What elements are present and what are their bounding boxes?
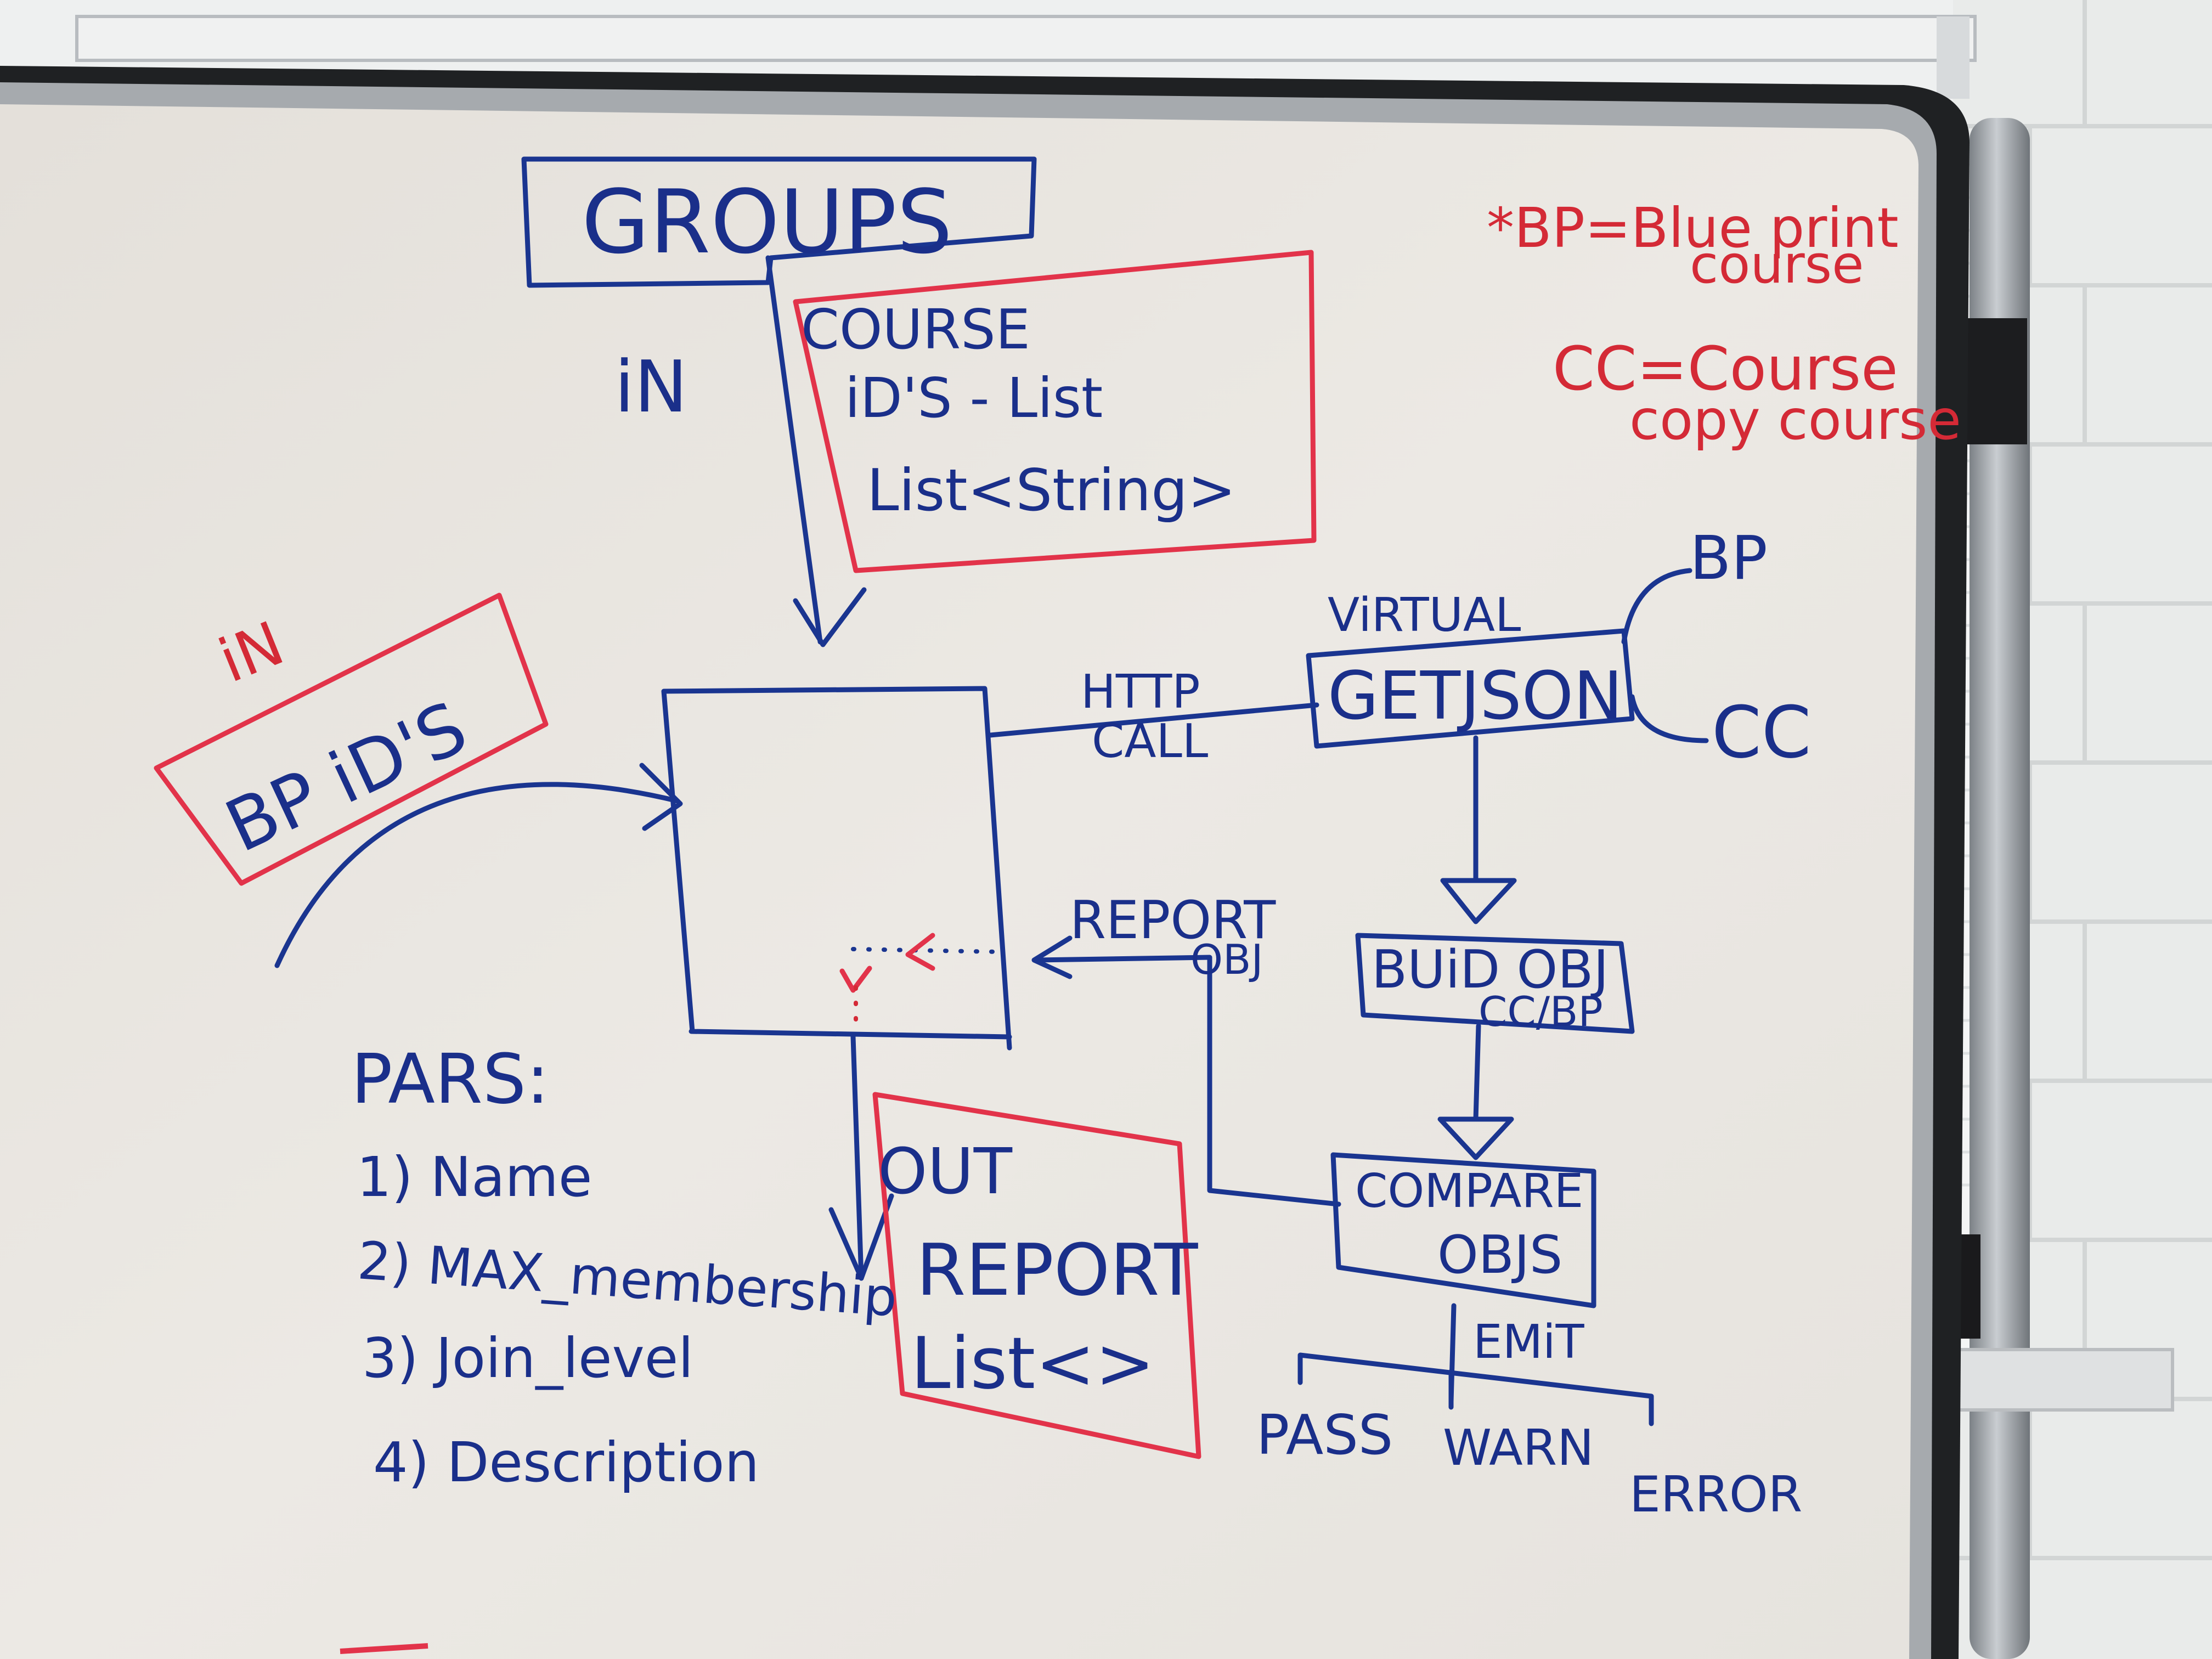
build-obj-line1: BUiD OBJ — [1372, 940, 1609, 1000]
getjson-label: GETJSON — [1328, 658, 1623, 735]
out-report-box: OUT REPORT List<> — [872, 1092, 1201, 1459]
legend-bp-line1: *BP=Blue print — [1487, 196, 1899, 260]
getjson-to-build-arrowhead — [1440, 878, 1517, 924]
outcome-error: ERROR — [1629, 1466, 1802, 1523]
legend-cc-line2: copy course — [1629, 388, 1961, 452]
outcome-warn: WARN — [1443, 1419, 1594, 1477]
build-to-compare-line — [1473, 1023, 1481, 1122]
whiteboard — [0, 66, 1970, 1659]
main-box-outline — [661, 686, 1012, 1051]
abbreviation-legend: *BP=Blue print course CC=Course copy cou… — [1487, 196, 1961, 452]
build-obj-line2: CC/BP — [1479, 988, 1603, 1036]
virtual-label: ViRTUAL — [1328, 588, 1521, 642]
getjson-node: ViRTUAL GETJSON — [1306, 588, 1635, 749]
param-item-4: 4) Description — [373, 1430, 759, 1494]
groups-to-main-arrow-line — [765, 255, 823, 645]
compare-box-outline — [1330, 1152, 1596, 1308]
build-obj-box-outline — [1355, 933, 1635, 1034]
param-item-1: 1) Name — [357, 1145, 592, 1209]
http-call-line — [988, 702, 1319, 738]
http-label: HTTP — [1081, 665, 1200, 719]
main-to-out-arrowhead — [828, 1193, 894, 1281]
cc-branch-line — [1629, 694, 1709, 743]
out-box-line1: OUT — [878, 1135, 1013, 1209]
main-to-out-line — [850, 1034, 864, 1281]
param-item-3: 3) Join_level — [362, 1326, 693, 1390]
params-title: PARS: — [351, 1040, 549, 1119]
out-box-line2: REPORT — [916, 1228, 1198, 1312]
top-rail — [75, 15, 1977, 99]
cc-branch-label: CC — [1712, 691, 1812, 774]
report-obj-arrowhead — [1031, 935, 1073, 979]
build-to-compare-arrowhead — [1437, 1116, 1514, 1160]
main-box-dotted-line — [851, 947, 1001, 954]
legend-bp-line2: course — [1690, 235, 1864, 295]
bp-ids-arrow-line — [274, 782, 680, 968]
main-box-red-check — [839, 966, 872, 993]
bp-ids-arrowhead — [639, 763, 683, 831]
compare-objs-node: COMPARE OBJS — [1330, 1152, 1596, 1308]
bp-branch-line — [1621, 568, 1692, 645]
out-box-line3: List<> — [911, 1322, 1155, 1405]
groups-arrowhead — [793, 587, 867, 647]
emit-branch-lines — [1297, 1352, 1654, 1426]
course-box-outline — [793, 250, 1317, 573]
legend-cc-line1: CC=Course — [1553, 334, 1898, 404]
bp-ids-box-outline — [154, 592, 549, 886]
compare-line1: COMPARE — [1355, 1164, 1583, 1218]
groups-box-outline — [521, 156, 1037, 288]
main-box-red-arrow — [905, 933, 935, 971]
course-ids-box: COURSE iD'S - List List<String> — [793, 250, 1317, 573]
course-box-line3: List<String> — [867, 457, 1236, 524]
call-label: CALL — [1092, 714, 1208, 769]
bp-branch-label: BP — [1690, 523, 1768, 593]
in-label-top: iN — [614, 345, 687, 428]
report-obj-line2: OBJ — [1190, 935, 1263, 984]
compare-line2: OBJS — [1437, 1225, 1562, 1285]
emit-label: EMiT — [1473, 1315, 1585, 1369]
getjson-box-outline — [1306, 628, 1635, 749]
outcome-pass: PASS — [1256, 1403, 1393, 1467]
report-obj-line1: REPORT — [1070, 890, 1276, 951]
out-box-outline — [872, 1092, 1201, 1459]
main-process-box — [661, 686, 1012, 1051]
build-obj-node: BUiD OBJ CC/BP — [1355, 933, 1635, 1036]
course-box-line2: iD'S - List — [845, 366, 1103, 430]
course-box-line1: COURSE — [801, 297, 1030, 362]
report-obj-return-line — [1034, 955, 1341, 1207]
